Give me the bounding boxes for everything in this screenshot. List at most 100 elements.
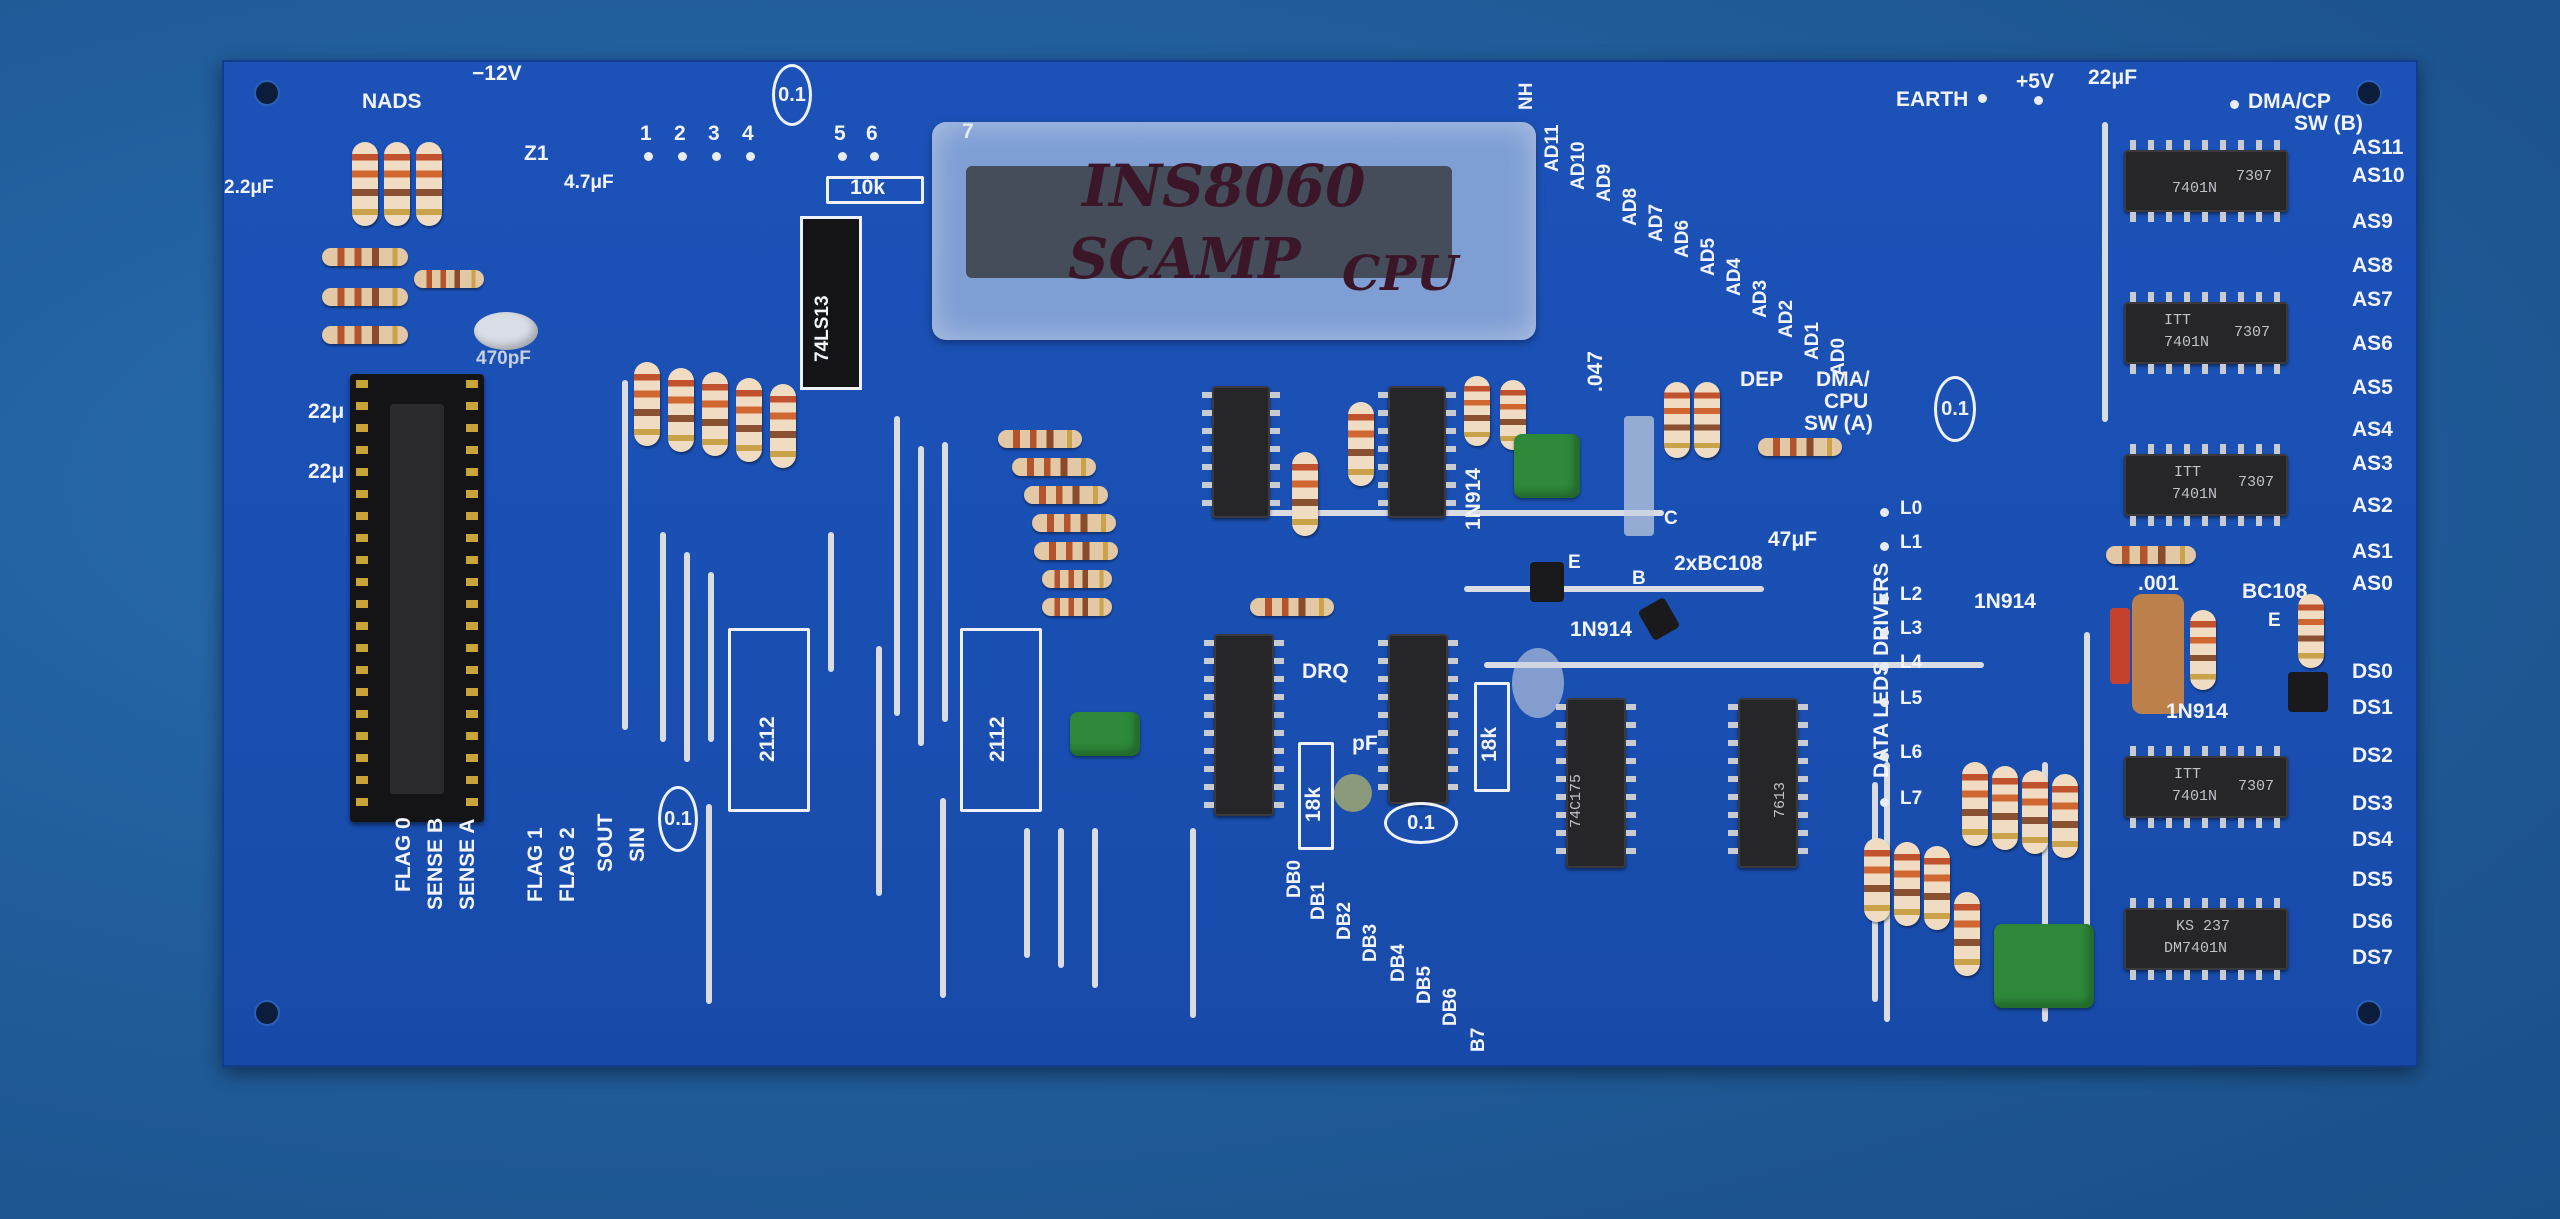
label-l6: L6 bbox=[1900, 742, 1923, 763]
label-cpu: CPU bbox=[1824, 390, 1869, 413]
cpu-chip bbox=[966, 166, 1452, 278]
resistor bbox=[1034, 542, 1118, 560]
resistor bbox=[1032, 514, 1116, 532]
resistor-18k-outline-a bbox=[1298, 742, 1334, 850]
label-470pf: 470pF bbox=[476, 348, 531, 369]
label-flag0: FLAG 0 bbox=[392, 817, 415, 892]
resistor bbox=[1992, 766, 2018, 850]
resistor bbox=[1042, 598, 1112, 616]
label-as1: AS1 bbox=[2352, 540, 2393, 563]
label-cap-22u-b: 22μ bbox=[308, 460, 345, 483]
resistor bbox=[1024, 486, 1108, 504]
solder-pad bbox=[1880, 752, 1889, 761]
resistor bbox=[634, 362, 660, 446]
resistor bbox=[770, 384, 796, 468]
jumper-wire bbox=[2102, 122, 2108, 422]
jumper-wire bbox=[1024, 828, 1030, 958]
solder-pad bbox=[1880, 628, 1889, 637]
label-b: B bbox=[1632, 568, 1646, 589]
solder-pad bbox=[1880, 798, 1889, 807]
solder-pad bbox=[678, 152, 687, 161]
jumper-wire bbox=[2042, 762, 2048, 1022]
resistor bbox=[2190, 610, 2216, 690]
cpu-handwritten-label-1: INS8060 bbox=[1082, 152, 1366, 220]
label-cap-47uf: 47μF bbox=[1768, 528, 1818, 551]
label-1n914-a: 1N914 bbox=[1462, 468, 1485, 530]
label-sw-b: SW (B) bbox=[2294, 112, 2363, 135]
label-as6: AS6 bbox=[2352, 332, 2393, 355]
jumper-wire bbox=[828, 532, 834, 672]
ram-ic-outline-2 bbox=[960, 628, 1042, 812]
label-sense-b: SENSE B bbox=[424, 817, 447, 910]
label-ad8: AD8 bbox=[1620, 187, 1641, 226]
mounting-hole bbox=[2356, 80, 2382, 106]
jumper-wire bbox=[1244, 510, 1664, 516]
label-cap-0-1-left: 0.1 bbox=[658, 786, 698, 852]
jumper-wire bbox=[2084, 632, 2090, 992]
label-l2: L2 bbox=[1900, 584, 1923, 605]
resistor bbox=[736, 378, 762, 462]
tantalum-capacitor bbox=[2132, 594, 2184, 714]
glass-component bbox=[1624, 416, 1654, 536]
label-db3: DB3 bbox=[1360, 923, 1381, 962]
resistor bbox=[2052, 774, 2078, 858]
label-db5: DB5 bbox=[1414, 965, 1435, 1004]
label-cap-22u-a: 22μ bbox=[308, 400, 345, 423]
label-ad11: AD11 bbox=[1542, 124, 1563, 172]
label-ds3: DS3 bbox=[2352, 792, 2393, 815]
resistor bbox=[1954, 892, 1980, 976]
solder-pad bbox=[644, 152, 653, 161]
label-db1: DB1 bbox=[1308, 881, 1329, 920]
label-l3: L3 bbox=[1900, 618, 1923, 639]
solder-pad bbox=[712, 152, 721, 161]
label-ad5: AD5 bbox=[1698, 237, 1719, 276]
label-ds4: DS4 bbox=[2352, 828, 2393, 851]
jumper-wire bbox=[918, 446, 924, 746]
jumper-wire bbox=[684, 552, 690, 762]
label-cap-22uf: 22μF bbox=[2088, 66, 2138, 89]
label-dma-cp: DMA/CP bbox=[2248, 90, 2331, 113]
resistor bbox=[322, 288, 408, 306]
label-b7: B7 bbox=[1468, 1027, 1489, 1052]
label-ad6: AD6 bbox=[1672, 219, 1693, 258]
label-ram-2112-b: 2112 bbox=[986, 716, 1009, 762]
label-l1: L1 bbox=[1900, 532, 1923, 553]
resistor bbox=[1664, 382, 1690, 458]
solder-pad bbox=[870, 152, 879, 161]
transistor bbox=[1637, 596, 1681, 642]
label-cap-4-7uf: 4.7μF bbox=[564, 172, 614, 193]
label-cap-0-1-mid: 0.1 bbox=[1384, 802, 1458, 844]
resistor bbox=[352, 142, 378, 226]
cpu-bag: INS8060 SCAMP CPU bbox=[932, 122, 1536, 340]
disc-capacitor bbox=[1334, 774, 1372, 812]
label-18k-b: 18k bbox=[1478, 726, 1501, 762]
resistor bbox=[1924, 846, 1950, 930]
label-pin-4: 4 bbox=[742, 122, 754, 145]
label-pin-5: 5 bbox=[834, 122, 846, 145]
solder-pad bbox=[1880, 508, 1889, 517]
resistor bbox=[322, 248, 408, 266]
ic-7401-a: 7401N 7307 bbox=[2124, 140, 2288, 222]
resistor bbox=[384, 142, 410, 226]
label-db6: DB6 bbox=[1440, 987, 1461, 1026]
mounting-hole bbox=[254, 80, 280, 106]
label-flag1: FLAG 1 bbox=[524, 827, 547, 902]
resistor bbox=[416, 142, 442, 226]
resistor bbox=[414, 270, 484, 288]
jumper-wire bbox=[876, 646, 882, 896]
label-as9: AS9 bbox=[2352, 210, 2393, 233]
label-ds1: DS1 bbox=[2352, 696, 2393, 719]
resistor bbox=[2022, 770, 2048, 854]
label-cap-2-2uf: 2.2μF bbox=[224, 177, 274, 198]
mounting-hole bbox=[254, 1000, 280, 1026]
jumper-wire bbox=[708, 572, 714, 742]
label-18k-a: 18k bbox=[1302, 786, 1325, 822]
solder-pad bbox=[1880, 542, 1889, 551]
jumper-wire bbox=[894, 416, 900, 716]
label-db0: DB0 bbox=[1284, 859, 1305, 898]
solder-pad bbox=[2034, 96, 2043, 105]
resistor bbox=[668, 368, 694, 452]
jumper-wire bbox=[1092, 828, 1098, 988]
label-ad10: AD10 bbox=[1568, 141, 1589, 190]
ic-74c175-a: 74C175 bbox=[1556, 698, 1636, 868]
